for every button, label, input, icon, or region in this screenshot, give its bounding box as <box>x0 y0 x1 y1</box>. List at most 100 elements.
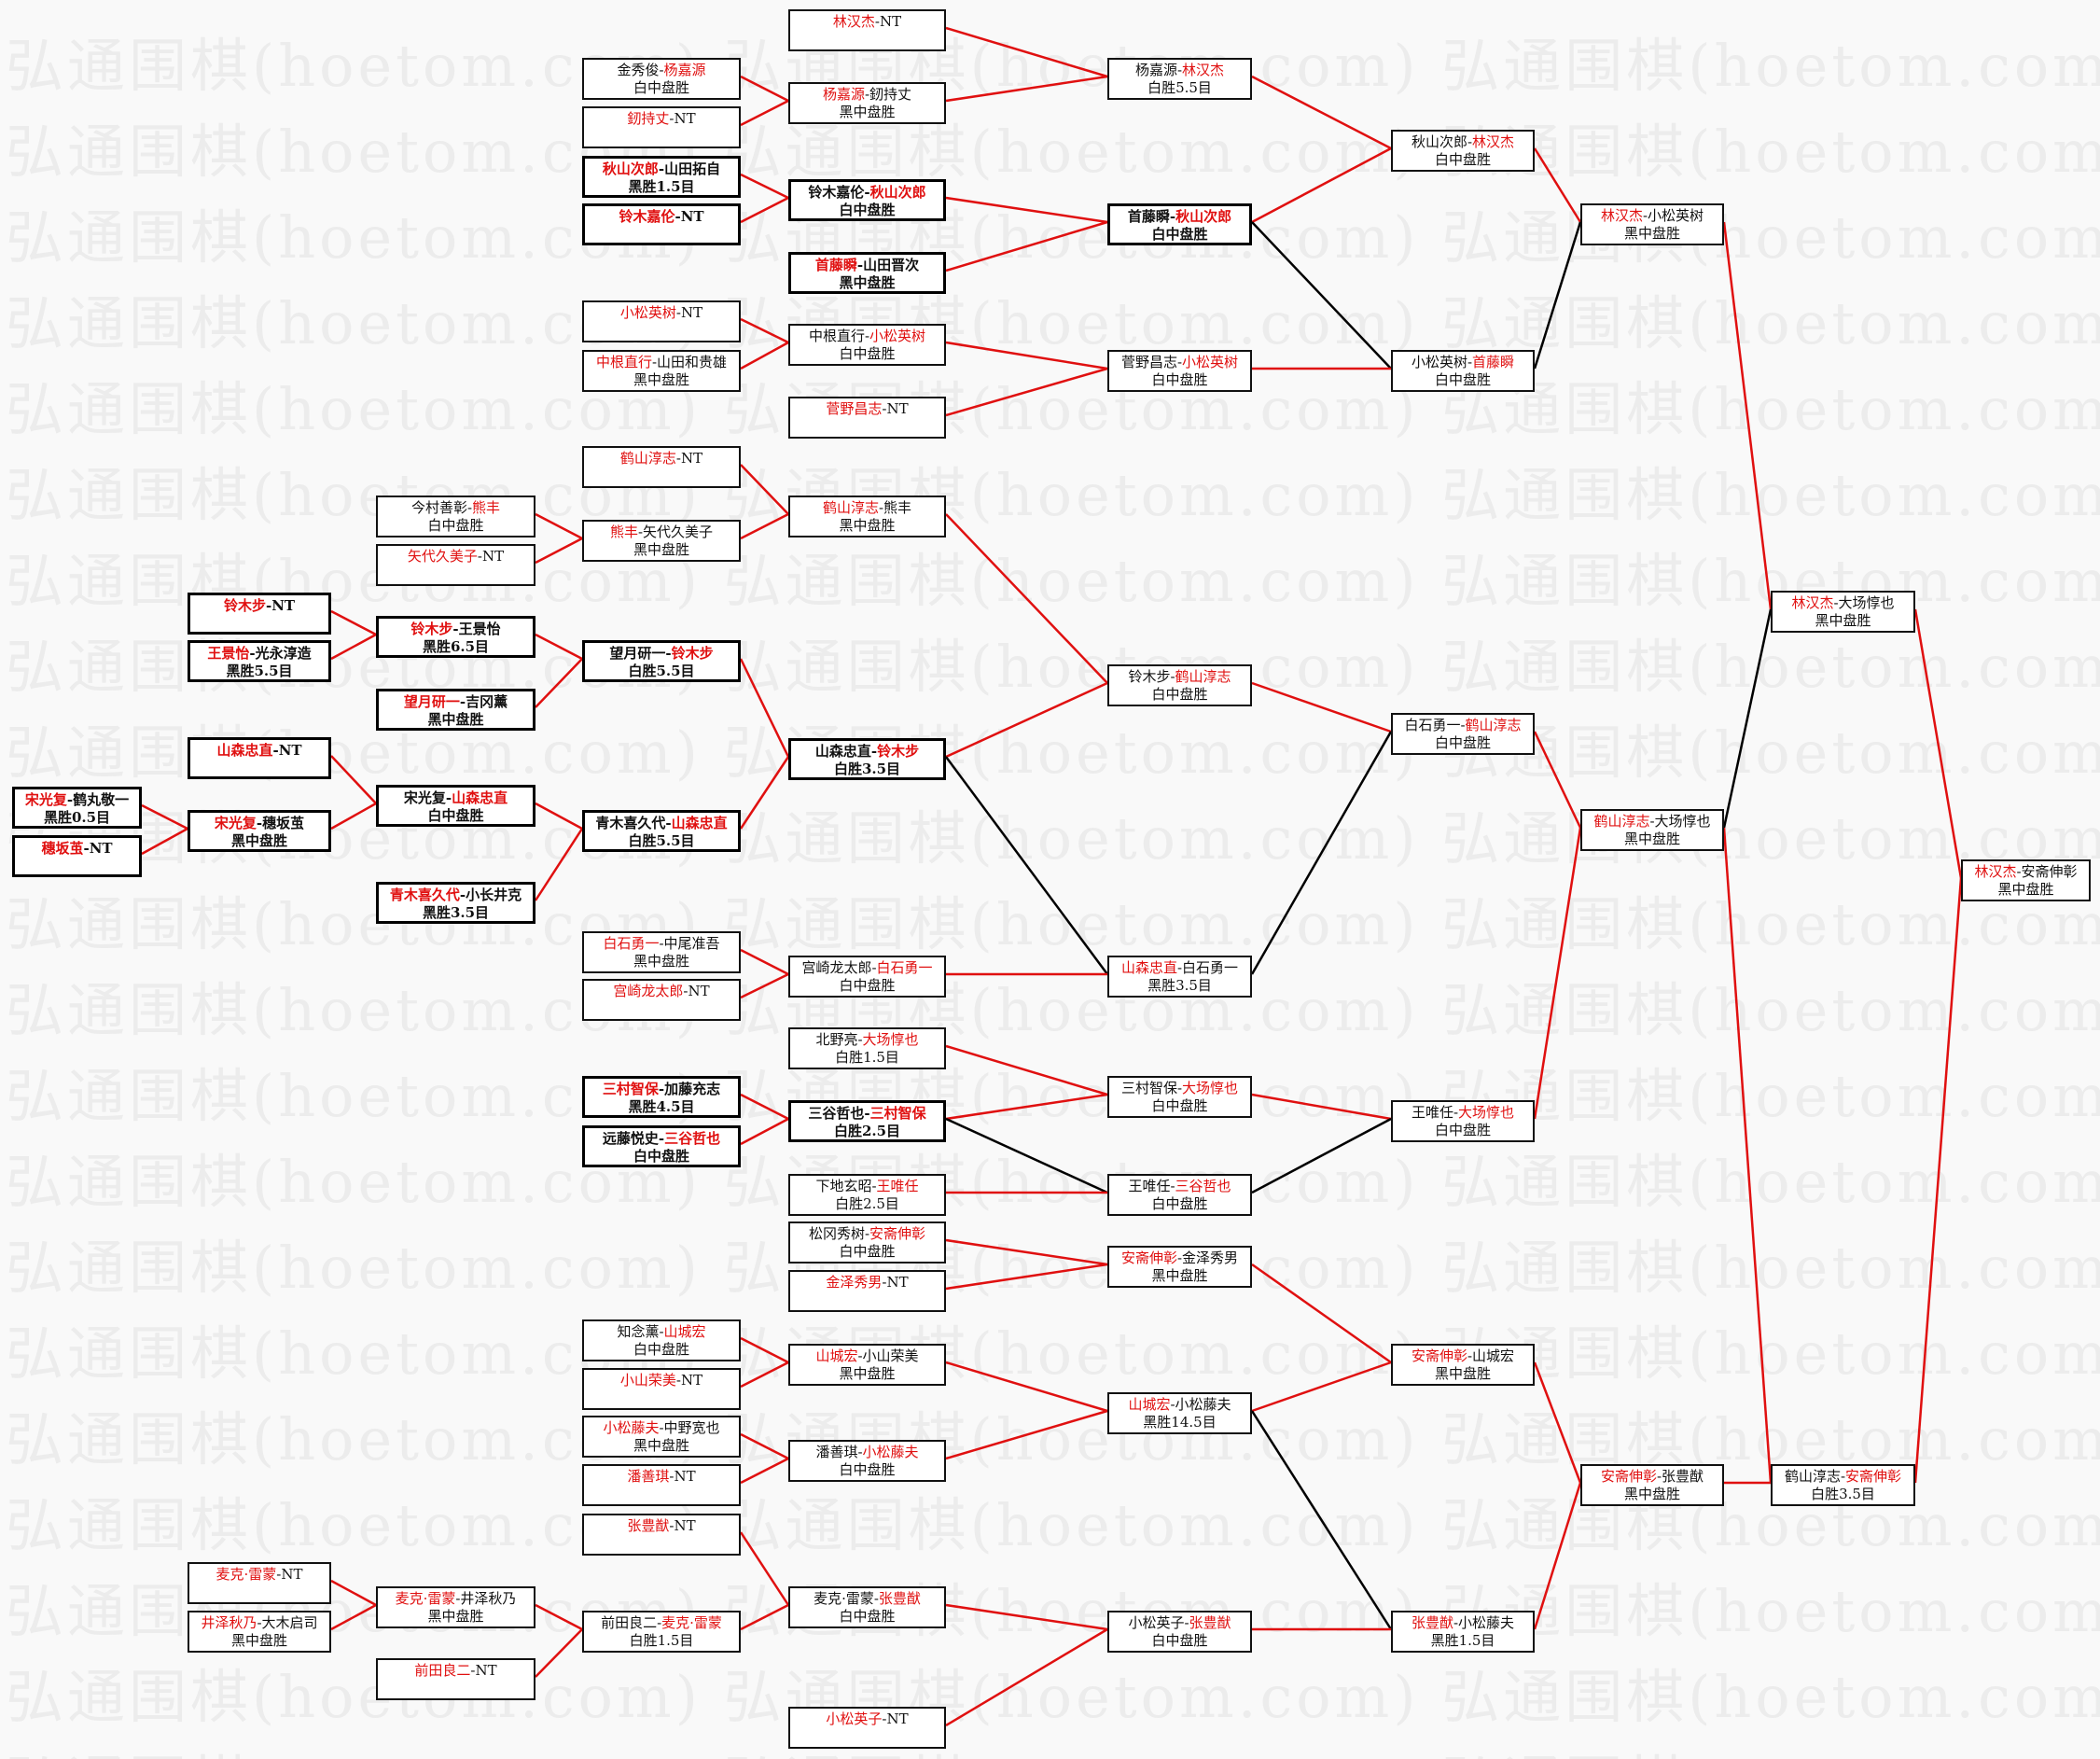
player-2: 林汉杰 <box>1472 133 1515 150</box>
match-result: 白中盘胜 <box>1434 371 1491 388</box>
match-players: 麦克·雷蒙-张豊猷 <box>790 1590 944 1608</box>
player-separator: - <box>1170 1178 1175 1194</box>
match-result: 白中盘胜 <box>839 1243 896 1260</box>
player-separator: - <box>864 184 870 201</box>
player-2: NT <box>674 1468 696 1485</box>
match-result <box>190 760 328 777</box>
winner-path-line <box>945 26 1108 78</box>
player-1: 望月研一 <box>403 693 460 710</box>
player-separator: - <box>864 328 870 344</box>
match-players: 下地玄昭-王唯任 <box>790 1178 944 1195</box>
player-2: NT <box>879 13 902 30</box>
winner-path-line <box>330 609 377 636</box>
match-players: 前田良二-麦克·雷蒙 <box>584 1614 739 1632</box>
match-players: 安斋伸彰-张豊猷 <box>1582 1468 1722 1486</box>
match-players: 金秀俊-杨嘉源 <box>584 62 739 79</box>
match-result <box>378 1680 534 1697</box>
match-box: 林汉杰-小松英树黑中盘胜 <box>1580 203 1724 245</box>
match-box: 井泽秋乃-大木启司黑中盘胜 <box>188 1611 331 1653</box>
match-box: 前田良二-麦克·雷蒙白胜1.5目 <box>582 1611 741 1653</box>
player-separator: - <box>882 1274 887 1291</box>
match-players: 杨嘉源-林汉杰 <box>1109 62 1250 79</box>
match-box: 宋光复-穗坂茧黑中盘胜 <box>188 810 331 852</box>
winner-path-line <box>945 1603 1108 1631</box>
match-result: 白胜3.5目 <box>1811 1486 1875 1502</box>
player-1: 金秀俊 <box>617 62 660 78</box>
player-2: 张豊猷 <box>1662 1468 1704 1485</box>
player-separator: - <box>2016 863 2022 880</box>
match-box: 望月研一-铃木步白胜5.5目 <box>582 640 741 682</box>
player-separator: - <box>871 959 877 976</box>
player-2: 王唯任 <box>876 1178 919 1194</box>
player-1: 杨嘉源 <box>822 86 865 103</box>
player-separator: - <box>1170 668 1175 685</box>
match-players: 宋光复-穗坂茧 <box>190 815 328 832</box>
match-box: 张豊猷-小松藤夫黑胜1.5目 <box>1391 1611 1535 1653</box>
match-players: 小松藤夫-中野宽也 <box>584 1419 739 1437</box>
winner-path-line <box>740 99 789 127</box>
player-2: 秋山次郎 <box>1175 208 1232 225</box>
player-2: NT <box>688 983 710 999</box>
player-separator: - <box>1176 959 1183 976</box>
match-players: 王景怡-光永淳造 <box>190 645 328 663</box>
match-players: 安斋伸彰-山城宏 <box>1393 1347 1533 1365</box>
player-1: 宋光复 <box>403 789 446 806</box>
player-separator: - <box>871 1178 877 1194</box>
winner-path-line <box>1533 1361 1582 1484</box>
player-separator: - <box>657 1614 662 1631</box>
match-result: 黑中盘胜 <box>1434 1365 1491 1382</box>
match-box: 铃木步-NT <box>188 593 331 635</box>
player-2: 安斋伸彰 <box>1845 1468 1902 1485</box>
player-1: 知念薰 <box>617 1323 660 1340</box>
player-2: 熊丰 <box>472 499 501 516</box>
player-separator: - <box>675 208 681 225</box>
match-players: 青木喜久代-山森忠直 <box>585 815 738 832</box>
player-separator: - <box>857 1444 863 1460</box>
winner-path-line <box>945 1238 1108 1266</box>
player-2: 山森忠直 <box>671 815 728 831</box>
winner-path-line <box>945 220 1108 272</box>
player-separator: - <box>658 1081 665 1097</box>
winner-path-line <box>740 75 789 103</box>
match-result: 白胜3.5目 <box>833 761 901 777</box>
player-1: 铃木嘉伦 <box>619 208 675 225</box>
player-separator: - <box>864 1225 870 1242</box>
player-2: 大场惇也 <box>1838 594 1895 611</box>
match-box: 麦克·雷蒙-张豊猷白中盘胜 <box>788 1586 946 1628</box>
player-2: 小松藤夫 <box>1175 1396 1231 1413</box>
winner-path-line <box>740 196 789 224</box>
player-1: 宋光复 <box>214 815 257 831</box>
player-separator: - <box>256 815 263 831</box>
match-result: 黑中盘胜 <box>839 517 896 534</box>
player-separator: - <box>1176 1080 1183 1096</box>
player-separator: - <box>1833 594 1839 611</box>
winner-path-line <box>1251 681 1392 733</box>
match-players: 青木喜久代-小长井克 <box>379 886 533 904</box>
player-2: 中野宽也 <box>663 1419 720 1436</box>
match-box: 安斋伸彰-张豊猷黑中盘胜 <box>1580 1464 1724 1506</box>
player-1: 林汉杰 <box>1974 863 2017 880</box>
match-result <box>190 615 328 633</box>
match-players: 熊丰-矢代久美子 <box>584 524 739 541</box>
player-1: 望月研一 <box>609 645 666 662</box>
match-players: 麦克·雷蒙-NT <box>189 1566 329 1584</box>
winner-path-line <box>330 633 377 661</box>
player-1: 釰持丈 <box>627 110 670 127</box>
match-players: 铃木步-鹤山淳志 <box>1109 668 1250 686</box>
player-1: 宫崎龙太郎 <box>801 959 872 976</box>
player-2: NT <box>278 742 302 759</box>
winner-path-line <box>945 1409 1108 1460</box>
player-2: 杨嘉源 <box>663 62 706 78</box>
match-result: 黑中盘胜 <box>230 1632 287 1649</box>
winner-path-line <box>1722 221 1773 610</box>
match-players: 山城宏-小松藤夫 <box>1109 1396 1250 1414</box>
winner-path-line <box>1533 731 1582 829</box>
player-1: 铃木步 <box>1128 668 1171 685</box>
match-box: 小松英子-NT <box>788 1707 946 1749</box>
winner-path-line <box>535 512 583 540</box>
player-2: NT <box>271 597 296 614</box>
match-result: 白中盘胜 <box>633 1148 689 1165</box>
match-box: 铃木嘉伦-NT <box>582 203 741 245</box>
winner-path-line <box>945 681 1108 759</box>
player-1: 山森忠直 <box>216 742 273 759</box>
